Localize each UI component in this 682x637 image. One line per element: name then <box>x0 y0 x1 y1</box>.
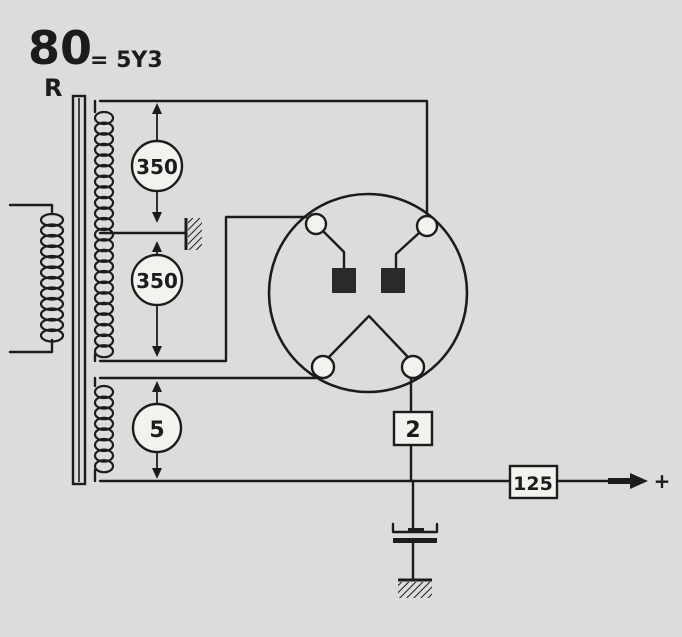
svg-text:5: 5 <box>149 418 164 443</box>
hv-coil-turn <box>93 121 115 136</box>
primary-coil-turn <box>39 307 65 322</box>
hv-coil-turn <box>93 185 115 200</box>
hv-coil-turn <box>93 142 115 157</box>
output-voltage-label: 125 <box>508 464 559 500</box>
hv-upper-voltage-label: 350 <box>130 139 184 193</box>
primary-coil-turn <box>39 317 65 333</box>
filament-coil-turn <box>93 437 115 453</box>
primary-coil-turn <box>39 254 65 270</box>
output-arrow <box>608 473 648 489</box>
tube-number: 80 <box>28 21 92 75</box>
svg-text:350: 350 <box>136 155 178 179</box>
filament-coil-turn <box>93 384 115 400</box>
filament-coil-turn <box>93 459 115 474</box>
center-tap-ground-symbol <box>184 218 202 250</box>
anode-plate-left <box>332 268 356 293</box>
hv-coil-turn <box>93 153 115 168</box>
hv-coil-turn <box>93 312 115 327</box>
primary-coil-turn <box>39 265 65 280</box>
hv-lower-voltage-label: 350 <box>130 253 184 307</box>
filament-coil-turn <box>93 448 115 463</box>
filament-voltage-label: 5 <box>131 402 183 454</box>
svg-text:350: 350 <box>136 269 178 293</box>
filament-coil-turn <box>93 427 115 442</box>
transformer-reference-label: R <box>44 74 62 102</box>
filament-coil-turn <box>93 406 115 421</box>
svg-text:2: 2 <box>405 418 420 443</box>
hv-coil-turn <box>93 163 115 179</box>
output-polarity-label: + <box>654 469 671 493</box>
primary-coil-turn <box>39 233 65 249</box>
tube-equivalent: = 5Y3 <box>90 48 163 73</box>
hv-coil-turn <box>93 301 115 316</box>
tube-pin-anode-right <box>415 214 439 238</box>
filament-secondary-winding <box>93 384 115 474</box>
hv-coil-turn <box>93 206 115 221</box>
rectifier-tube <box>267 192 469 394</box>
hv-coil-turn <box>93 238 115 253</box>
hv-coil-turn <box>93 333 115 348</box>
filter-capacitor <box>391 522 439 543</box>
filament-v <box>327 314 409 359</box>
transformer-core <box>71 94 87 486</box>
primary-coil-turn <box>39 223 65 238</box>
hv-coil-turn <box>93 269 115 285</box>
hv-secondary-winding <box>93 110 115 359</box>
primary-winding <box>8 203 65 354</box>
circuit-wires <box>98 99 610 582</box>
output-ground-symbol <box>398 578 432 598</box>
tube-pin-anode-left <box>304 212 328 236</box>
hv-coil-turn <box>93 227 115 242</box>
primary-coil-turn <box>39 212 65 228</box>
hv-coil-turn <box>93 280 115 295</box>
primary-coil-turn <box>39 286 65 301</box>
primary-coil-turn <box>39 244 65 259</box>
hv-coil-turn <box>93 195 115 210</box>
hv-coil-turn <box>93 259 115 274</box>
hv-coil-turn <box>93 174 115 189</box>
filament-coil-turn <box>93 416 115 431</box>
primary-coil-turn <box>39 296 65 312</box>
hv-coil-turn <box>93 322 115 338</box>
svg-text:125: 125 <box>513 473 553 495</box>
filament-current-label: 2 <box>392 410 434 447</box>
tube-pin-filament-right <box>400 354 426 380</box>
tube-pin-filament-left <box>310 354 336 380</box>
anode-plate-right <box>381 268 405 293</box>
hv-coil-turn <box>93 291 115 306</box>
hv-coil-turn <box>93 216 115 232</box>
primary-coil-turn <box>39 275 65 291</box>
hv-coil-turn <box>93 110 115 126</box>
hv-coil-turn <box>93 248 115 263</box>
hv-coil-turn <box>93 344 115 359</box>
filament-coil-turn <box>93 395 115 410</box>
hv-coil-turn <box>93 132 115 147</box>
